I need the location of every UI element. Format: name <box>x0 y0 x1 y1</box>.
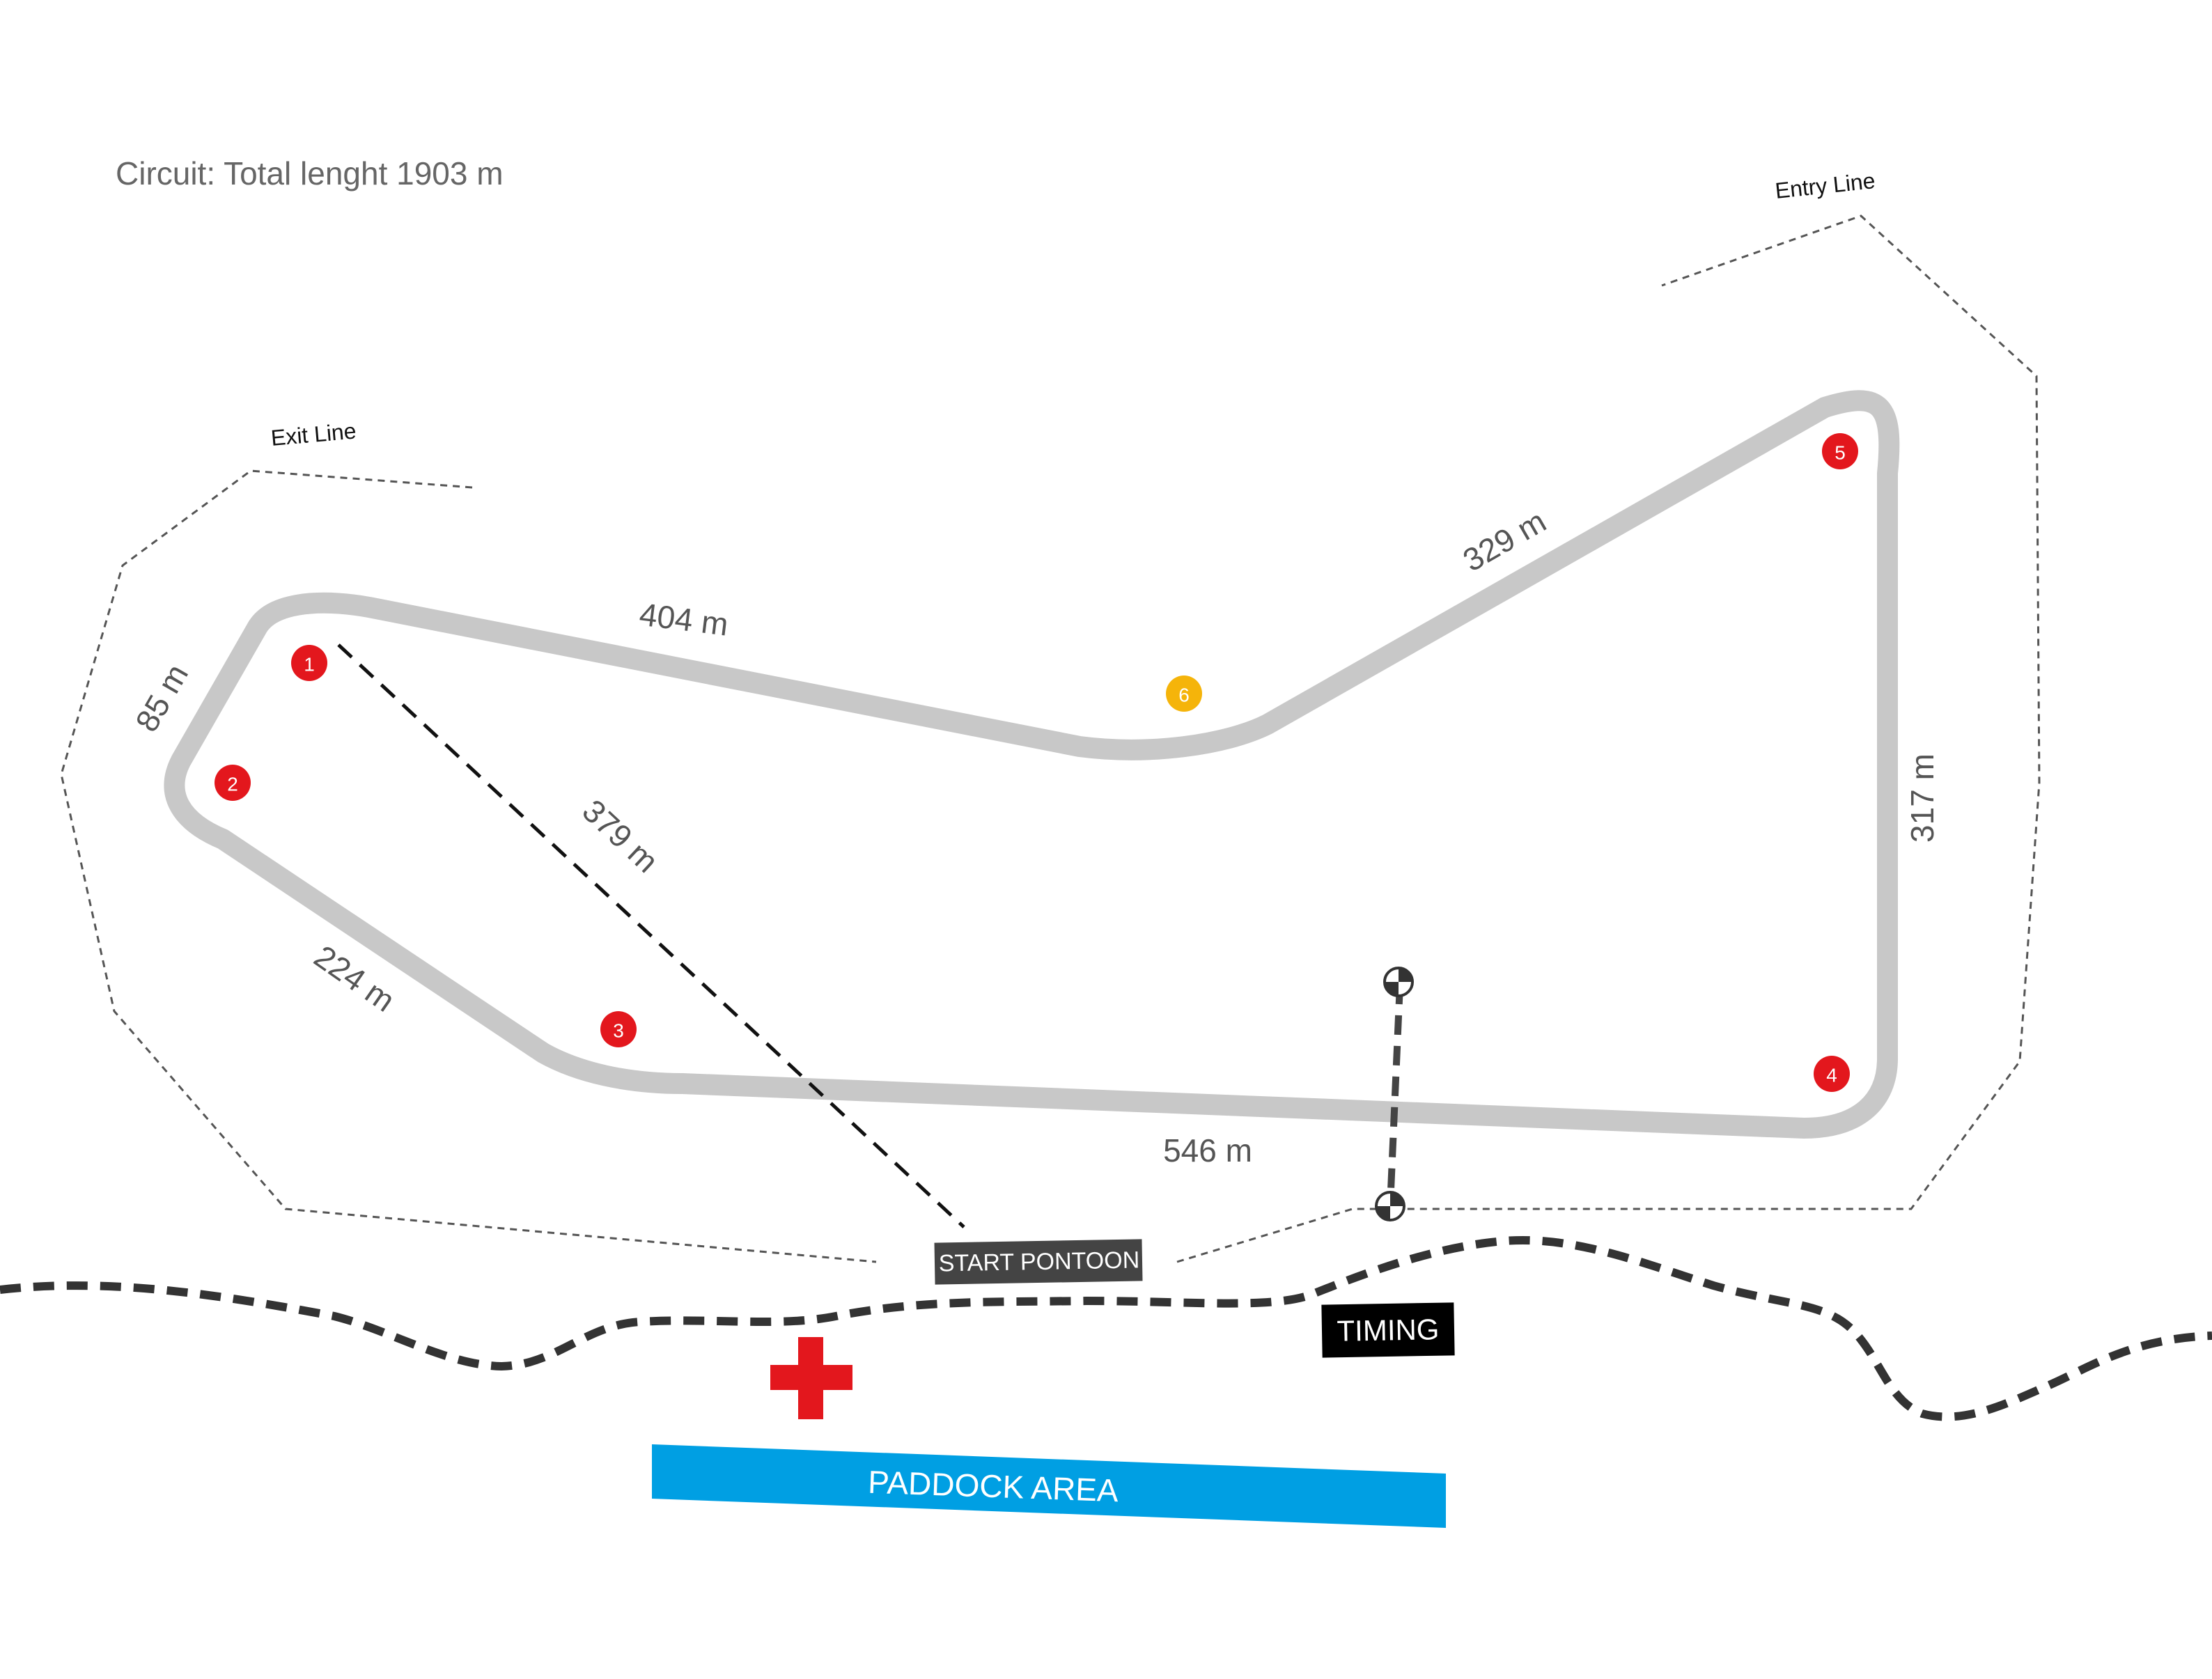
exit-line-label: Exit Line <box>270 418 357 451</box>
timing-label: TIMING <box>1321 1302 1455 1358</box>
paddock-area: PADDOCK AREA <box>652 1444 1446 1528</box>
buoy-1-number: 1 <box>304 654 315 675</box>
distance-label-317m: 317 m <box>1904 753 1940 843</box>
buoy-2-number: 2 <box>227 774 238 795</box>
shoreline-dashed <box>0 1236 2212 1421</box>
buoy-3-marker <box>600 1011 637 1047</box>
start-line-dashed <box>337 643 965 1228</box>
buoy-2-marker <box>215 765 251 801</box>
finish-line-dashed <box>1387 984 1403 1207</box>
paddock-area-bar <box>652 1444 1446 1528</box>
distance-label-546m: 546 m <box>1163 1132 1252 1169</box>
buoy-5: 5 <box>1822 433 1858 469</box>
start-pontoon-text: START PONTOON <box>938 1247 1139 1276</box>
start-pontoon-box <box>934 1239 1143 1285</box>
boundary-dotted-line-right <box>1176 214 2041 1263</box>
distance-label-404m: 404 m <box>637 596 730 643</box>
buoy-5-marker <box>1822 433 1858 469</box>
buoy-6-number: 6 <box>1178 685 1190 706</box>
buoy-6-marker <box>1166 675 1202 712</box>
red-cross-icon <box>770 1337 852 1419</box>
timing-text: TIMING <box>1337 1313 1440 1348</box>
buoy-4-marker <box>1814 1056 1850 1092</box>
buoy-3-number: 3 <box>613 1020 624 1042</box>
circuit-title: Circuit: Total lenght 1903 m <box>116 155 504 192</box>
buoy-2: 2 <box>215 765 251 801</box>
start-pontoon-label: START PONTOON <box>934 1239 1143 1285</box>
paddock-area-text: PADDOCK AREA <box>867 1464 1119 1509</box>
buoy-1-marker <box>291 645 327 681</box>
checkered-marker-icon-bottom <box>1375 1191 1405 1221</box>
checkered-marker-icon-top <box>1383 967 1414 997</box>
buoy-4: 4 <box>1814 1056 1850 1092</box>
buoy-4-number: 4 <box>1826 1065 1837 1086</box>
timing-box <box>1321 1302 1455 1358</box>
distance-label-379m: 379 m <box>575 792 665 880</box>
distance-label-85m: 85 m <box>128 658 195 738</box>
buoy-1: 1 <box>291 645 327 681</box>
boundary-dotted-line-left <box>60 469 877 1263</box>
buoy-5-number: 5 <box>1835 442 1846 464</box>
race-track <box>164 390 1900 1139</box>
buoy-6: 6 <box>1166 675 1202 712</box>
buoy-3: 3 <box>600 1011 637 1047</box>
entry-line-label: Entry Line <box>1774 168 1876 203</box>
